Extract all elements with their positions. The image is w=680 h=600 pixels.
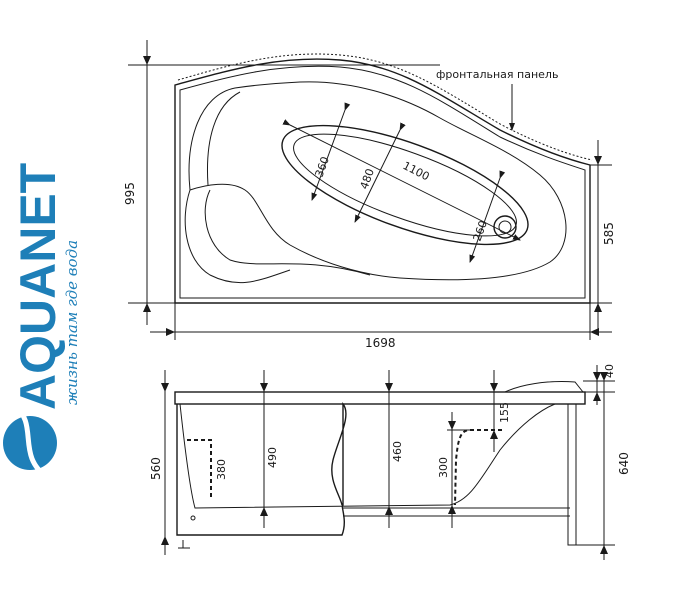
front-panel-label: фронтальная панель <box>436 68 558 81</box>
dim-480: 480 <box>358 167 377 191</box>
dim-490: 490 <box>266 447 279 468</box>
dim-460: 460 <box>391 441 404 462</box>
dim-1698: 1698 <box>365 336 396 350</box>
dim-155: 155 <box>498 402 511 423</box>
dim-1100: 1100 <box>401 159 432 183</box>
seat-inner <box>204 189 371 276</box>
frame-leg <box>567 403 577 546</box>
basin-profile <box>179 403 556 509</box>
headrest-line <box>454 429 502 506</box>
side-view: 560 380 490 460 300 155 40 640 <box>149 364 631 560</box>
frame-bar <box>343 507 570 517</box>
dim-260: 260 <box>471 219 490 243</box>
armrest <box>207 91 241 186</box>
seat-line <box>187 439 212 497</box>
logo-slogan: жизнь там где вода <box>63 240 81 405</box>
basin-outline <box>188 81 567 281</box>
dim-360: 360 <box>313 155 332 179</box>
dim-380: 380 <box>215 459 228 480</box>
front-panel-cutaway <box>176 402 347 536</box>
top-rim-inner <box>179 65 586 299</box>
headrest <box>504 381 584 393</box>
logo-drop-icon <box>3 403 57 481</box>
dim-300: 300 <box>437 457 450 478</box>
side-rim <box>174 391 586 405</box>
top-view: 360 480 1100 260 995 585 1698 фронтальна… <box>123 40 616 350</box>
inner-bowl <box>281 124 529 246</box>
aquanet-logo: AQUANET жизнь там где вода <box>3 163 81 481</box>
seat-area <box>184 189 291 284</box>
front-panel-edge <box>177 53 593 161</box>
dim-640: 640 <box>617 452 631 475</box>
dim-995: 995 <box>123 182 137 205</box>
drain-icon <box>493 215 517 239</box>
dim-560: 560 <box>149 457 163 480</box>
foot <box>178 540 190 549</box>
dim-585: 585 <box>602 222 616 245</box>
logo-brand: AQUANET <box>10 163 66 410</box>
top-rim-outline <box>174 58 591 304</box>
